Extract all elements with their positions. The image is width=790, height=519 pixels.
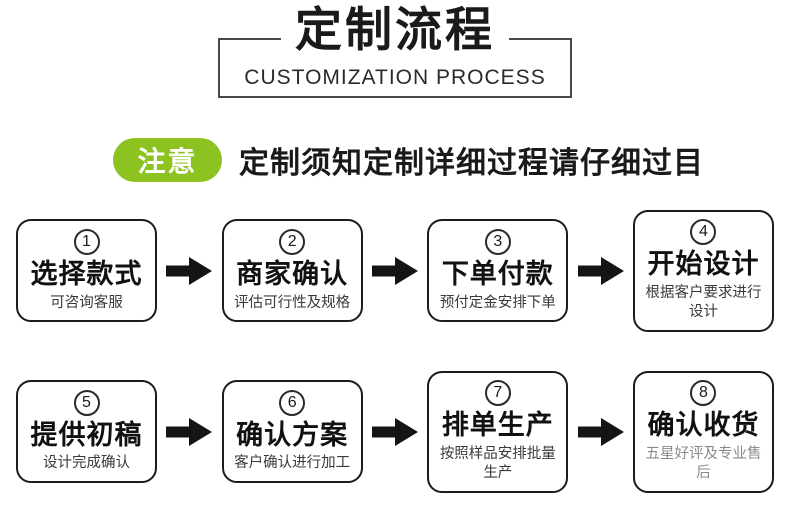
step-box-7: 7 排单生产 按照样品安排批量生产 xyxy=(427,370,569,493)
notice-badge: 注意 xyxy=(113,138,222,182)
step-box-8: 8 确认收货 五星好评及专业售后 xyxy=(632,370,774,493)
step-description: 按照样品安排批量生产 xyxy=(439,445,556,482)
page-title: 定制流程 xyxy=(281,4,509,56)
step-box-6: 6 确认方案 客户确认进行加工 xyxy=(221,380,363,484)
step-title: 商家确认 xyxy=(236,258,349,289)
arrow-right-icon xyxy=(577,417,624,447)
step-box-5: 5 提供初稿 设计完成确认 xyxy=(16,380,157,484)
step-number-badge: 2 xyxy=(279,228,306,255)
step-title: 下单付款 xyxy=(441,258,554,289)
step-description: 评估可行性及规格 xyxy=(234,294,351,311)
step-box-3: 3 下单付款 预付定金安排下单 xyxy=(427,219,569,323)
step-description: 根据客户要求进行设计 xyxy=(645,284,762,321)
step-box-1: 1 选择款式 可咨询客服 xyxy=(16,219,157,323)
steps-area: 1 选择款式 可咨询客服 2 商家确认 评估可行性及规格 3 下单付款 预付定金… xyxy=(0,210,790,493)
arrow-right-icon xyxy=(166,417,213,447)
step-description: 五星好评及专业售后 xyxy=(645,445,762,482)
step-title: 提供初稿 xyxy=(30,419,143,450)
step-row-2: 5 提供初稿 设计完成确认 6 确认方案 客户确认进行加工 7 排单生产 按照样… xyxy=(16,370,774,493)
step-number-badge: 5 xyxy=(73,389,100,416)
step-description: 可咨询客服 xyxy=(50,294,123,311)
step-description: 客户确认进行加工 xyxy=(234,455,351,472)
step-box-2: 2 商家确认 评估可行性及规格 xyxy=(221,219,363,323)
step-description: 预付定金安排下单 xyxy=(439,294,556,311)
step-box-4: 4 开始设计 根据客户要求进行设计 xyxy=(632,210,774,332)
notice-row: 注意 定制须知定制详细过程请仔细过目 xyxy=(113,138,790,182)
arrow-right-icon xyxy=(371,417,418,447)
step-row-1: 1 选择款式 可咨询客服 2 商家确认 评估可行性及规格 3 下单付款 预付定金… xyxy=(16,210,774,332)
step-description: 设计完成确认 xyxy=(43,455,130,472)
page-subtitle: CUSTOMIZATION PROCESS xyxy=(244,66,546,89)
step-title: 开始设计 xyxy=(647,249,760,279)
arrow-right-icon xyxy=(166,256,213,286)
step-number-badge: 4 xyxy=(690,219,717,245)
header-title-box: 定制流程 CUSTOMIZATION PROCESS xyxy=(218,4,572,98)
arrow-right-icon xyxy=(577,256,624,286)
arrow-right-icon xyxy=(371,256,418,286)
step-number-badge: 3 xyxy=(484,228,511,255)
step-title: 选择款式 xyxy=(30,258,143,289)
step-title: 排单生产 xyxy=(441,409,554,440)
step-title: 确认方案 xyxy=(236,419,349,450)
step-number-badge: 6 xyxy=(279,389,306,416)
step-number-badge: 7 xyxy=(484,379,511,406)
step-number-badge: 8 xyxy=(690,379,717,406)
step-number-badge: 1 xyxy=(73,228,100,255)
step-title: 确认收货 xyxy=(647,409,760,440)
notice-text: 定制须知定制详细过程请仔细过目 xyxy=(239,147,704,180)
